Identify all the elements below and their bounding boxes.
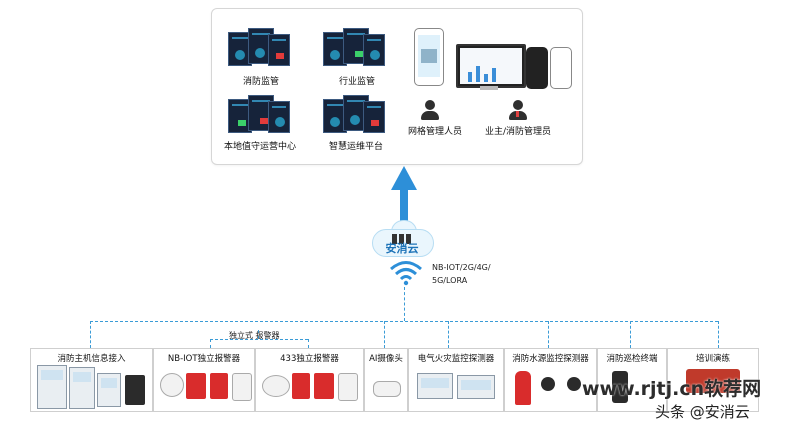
- drop-line-2: [210, 339, 211, 348]
- camera-icon: [373, 381, 401, 397]
- fire-hydrant-icon: [515, 371, 531, 405]
- device-electrical-fire: 电气火灾监控探测器: [408, 348, 504, 412]
- device-fire-host-label: 消防主机信息接入: [57, 354, 126, 364]
- trunk-line: [404, 287, 405, 321]
- grid-manager-body: [421, 111, 439, 120]
- grid-manager-label: 网格管理人员: [408, 127, 463, 137]
- device-training: 培训演练: [667, 348, 759, 412]
- cloud-label: 安消云: [385, 242, 419, 255]
- manual-alarm-icon: [186, 373, 206, 399]
- standalone-alarm-label: 独立式 报警器: [229, 331, 280, 340]
- device-patrol-terminal-label: 消防巡检终端: [606, 354, 658, 364]
- owner-manager-label: 业主/消防管理员: [485, 127, 552, 137]
- level-sensor-icon: [567, 377, 581, 391]
- author-watermark: 头条 @安消云: [655, 403, 750, 421]
- monitor-stand: [480, 86, 498, 90]
- device-patrol-terminal: 消防巡检终端: [597, 348, 667, 412]
- drop-line-3: [308, 339, 309, 348]
- electrical-detector-icon: [417, 373, 453, 399]
- drop-line-7: [630, 321, 631, 348]
- fire-host-module-icon: [97, 373, 121, 407]
- cloud-logo-icon: [392, 229, 414, 244]
- smart-maintenance-label: 智慧运维平台: [329, 142, 384, 152]
- drop-line-inner-trunk: [258, 330, 259, 339]
- grid-manager-person-icon: [425, 100, 435, 110]
- device-433-alarm-label: 433独立报警器: [280, 354, 339, 364]
- electrical-module-icon: [457, 375, 495, 399]
- smart-maintenance-screens: [323, 93, 385, 137]
- device-electrical-fire-label: 电气火灾监控探测器: [417, 354, 495, 364]
- gas-detector-433-icon: [338, 373, 358, 401]
- manual-alarm-433-icon: [292, 373, 310, 399]
- device-ai-camera: AI摄像头: [364, 348, 408, 412]
- drop-line-8: [718, 321, 719, 348]
- owner-manager-person-icon: [513, 100, 523, 110]
- network-line-1: NB-IOT/2G/4G/: [432, 263, 491, 272]
- device-training-label: 培训演练: [695, 354, 730, 364]
- device-433-alarm: 433独立报警器: [255, 348, 364, 412]
- device-fire-host: 消防主机信息接入: [30, 348, 153, 412]
- owner-tie: [516, 111, 519, 117]
- smoke-detector-433-icon: [262, 375, 290, 397]
- fire-host-panel-icon: [69, 367, 95, 409]
- pressure-sensor-icon: [541, 377, 555, 391]
- industry-supervision-screens: [323, 26, 385, 70]
- device-water-source: 消防水源监控探测器: [504, 348, 597, 412]
- sound-light-alarm-icon: [210, 373, 228, 399]
- local-operation-screens: [228, 93, 290, 137]
- desktop-monitor-icon: [456, 44, 526, 88]
- fire-supervision-label: 消防监管: [243, 77, 280, 87]
- smoke-detector-icon: [160, 373, 184, 397]
- gateway-device-icon: [125, 375, 145, 405]
- wifi-icon: [390, 261, 422, 286]
- drop-line-4: [384, 321, 385, 348]
- device-water-source-label: 消防水源监控探测器: [512, 354, 589, 364]
- mobile-phone-icon: [414, 28, 444, 86]
- upload-arrow-icon: [391, 166, 417, 190]
- patrol-terminal-icon: [612, 371, 628, 403]
- bus-line-inner: [210, 339, 308, 340]
- sound-light-alarm-433-icon: [314, 373, 334, 399]
- drop-line-5: [448, 321, 449, 348]
- upload-arrow-shaft: [400, 188, 408, 234]
- device-nbiot-alarm-label: NB-IOT独立报警器: [167, 354, 241, 364]
- site-watermark: www.rjtj.cn软荐网: [582, 378, 762, 400]
- drop-line-6: [548, 321, 549, 348]
- network-protocols: NB-IOT/2G/4G/ 5G/LORA: [432, 261, 491, 287]
- bus-line-outer: [90, 321, 718, 322]
- fire-supervision-screens: [228, 26, 290, 70]
- drop-line-1: [90, 321, 91, 348]
- local-operation-label: 本地值守运营中心: [224, 142, 297, 152]
- industry-supervision-label: 行业监管: [339, 77, 376, 87]
- device-nbiot-alarm: NB-IOT独立报警器: [153, 348, 255, 412]
- phone-dark-icon: [526, 47, 548, 89]
- device-ai-camera-label: AI摄像头: [369, 354, 403, 364]
- fire-host-cabinet-icon: [37, 365, 67, 409]
- phone-white-icon: [550, 47, 572, 89]
- gas-detector-icon: [232, 373, 252, 401]
- network-line-2: 5G/LORA: [432, 276, 468, 285]
- training-scene-icon: [686, 369, 740, 393]
